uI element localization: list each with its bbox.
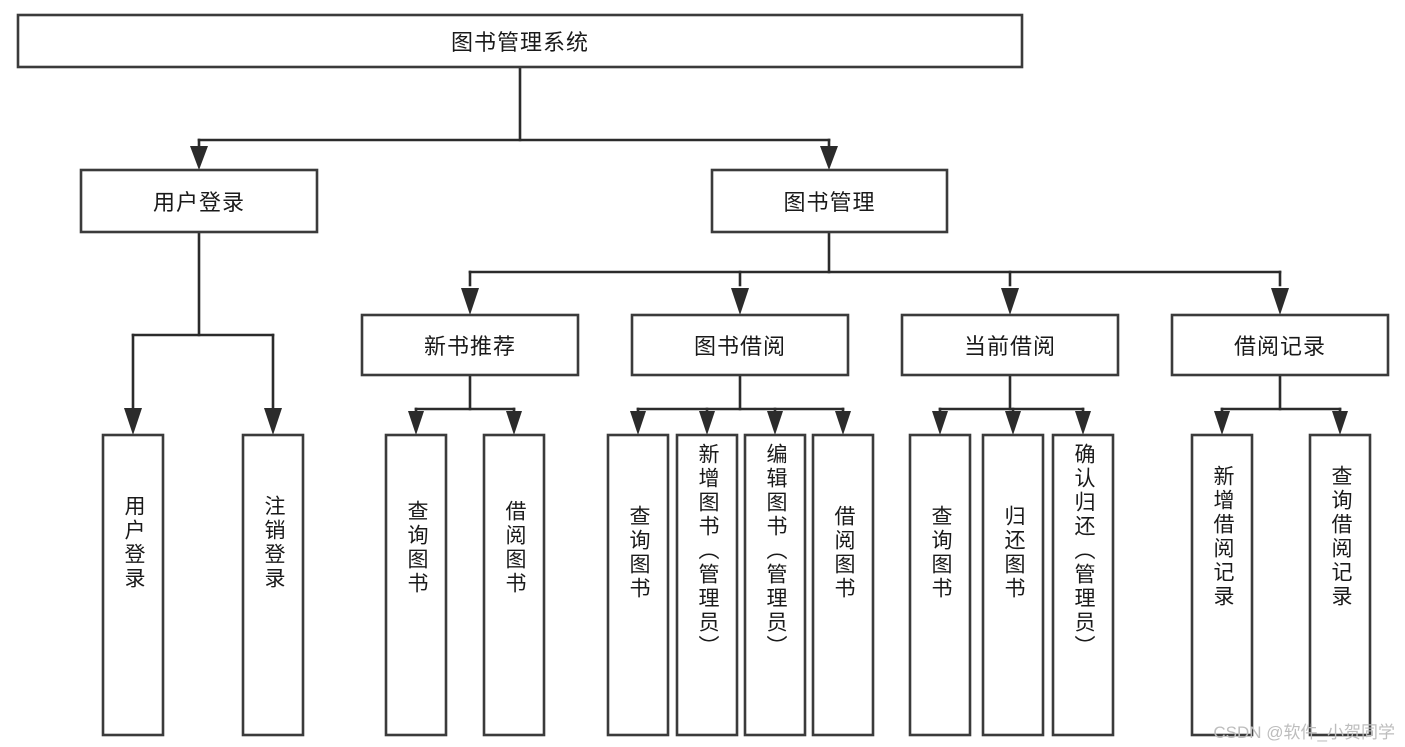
connector-newbooks-to-leaves	[408, 373, 522, 435]
connector-books-to-level3	[461, 230, 1289, 315]
node-user-login[interactable]	[79, 168, 319, 234]
node-borrow-records[interactable]	[1170, 313, 1390, 377]
connector-records-to-leaves	[1214, 373, 1348, 435]
leaf-box[interactable]	[675, 433, 739, 737]
leaf-box[interactable]	[1051, 433, 1115, 737]
leaf-box[interactable]	[101, 433, 165, 737]
leaf-box[interactable]	[1190, 433, 1254, 737]
connector-root-to-level2	[190, 65, 838, 170]
leaf-box[interactable]	[908, 433, 972, 737]
node-new-book-recommend[interactable]	[360, 313, 580, 377]
connector-login-to-leaves	[124, 230, 282, 435]
leaf-box[interactable]	[384, 433, 448, 737]
leaf-box[interactable]	[482, 433, 546, 737]
connector-current-to-leaves	[932, 373, 1091, 435]
leaf-box[interactable]	[241, 433, 305, 737]
leaf-box[interactable]	[811, 433, 875, 737]
leaf-box[interactable]	[606, 433, 670, 737]
connector-borrow-to-leaves	[630, 373, 851, 435]
node-book-borrow[interactable]	[630, 313, 850, 377]
leaf-box[interactable]	[1308, 433, 1372, 737]
node-book-management[interactable]	[710, 168, 949, 234]
node-current-borrow[interactable]	[900, 313, 1120, 377]
leaf-box[interactable]	[981, 433, 1045, 737]
node-root[interactable]	[16, 13, 1024, 69]
leaf-box[interactable]	[743, 433, 807, 737]
